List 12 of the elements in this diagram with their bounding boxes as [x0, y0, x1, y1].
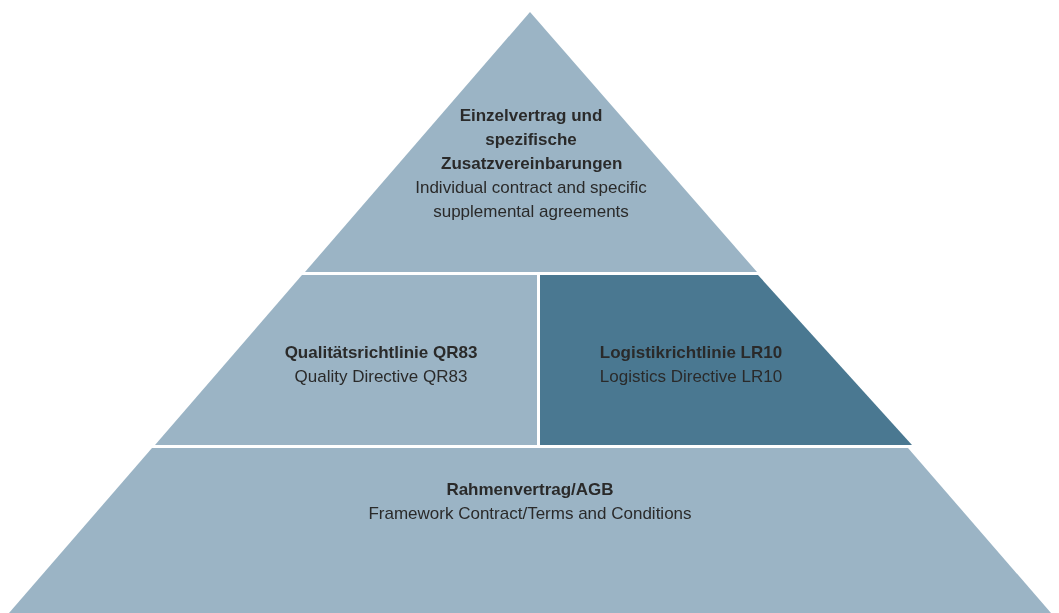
- pyramid-tier: [305, 12, 757, 272]
- heading-text: Logistikrichtlinie LR10: [598, 342, 784, 364]
- heading-text: Einzelvertrag und spezifische Zusatzvereinbarungen: [441, 105, 621, 175]
- subtitle-text: Individual contract and specific supplemental agreements: [414, 177, 648, 223]
- subtitle-text: Framework Contract/Terms and Conditions: [367, 503, 693, 525]
- heading-text: Rahmenvertrag/AGB: [445, 479, 615, 501]
- pyramid-tier: [155, 275, 537, 445]
- pyramid-tier: [9, 448, 1051, 613]
- subtitle-text: Logistics Directive LR10: [598, 366, 784, 388]
- subtitle-text: Quality Directive QR83: [293, 366, 469, 388]
- pyramid-tier: [540, 275, 912, 445]
- heading-text: Qualitätsrichtlinie QR83: [283, 342, 479, 364]
